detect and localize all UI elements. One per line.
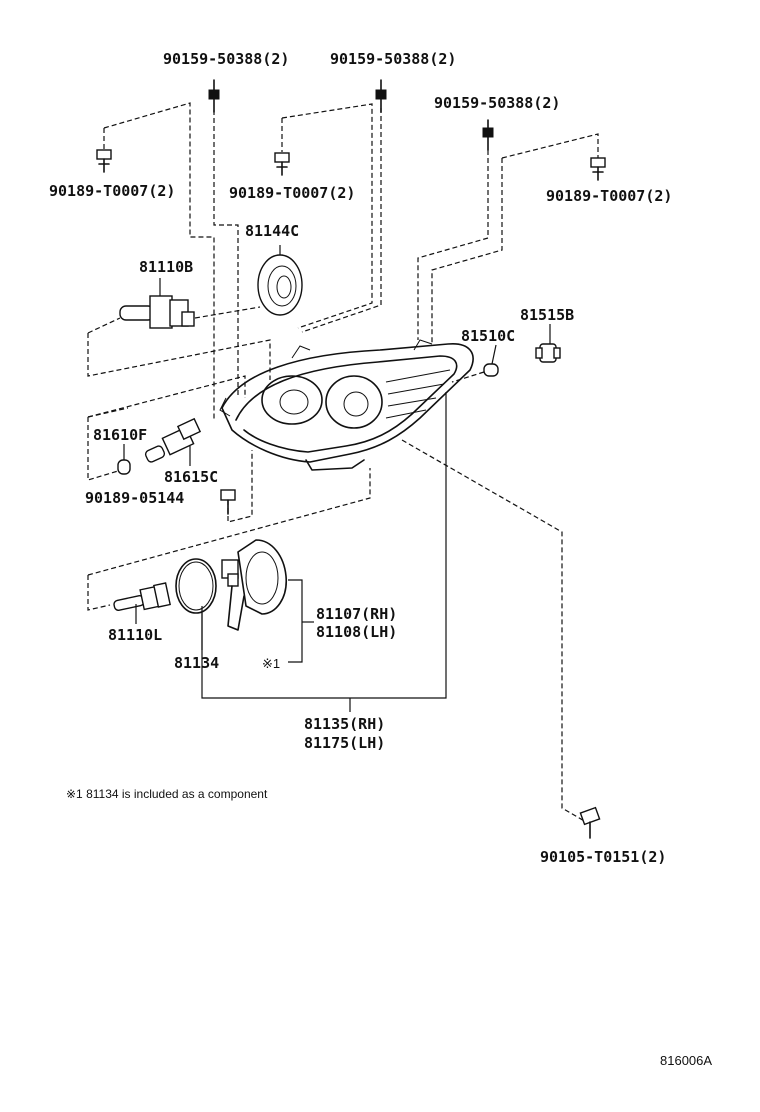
label-bolt-top-left: 90159-50388(2) xyxy=(163,50,289,68)
bolt-icon-bottom xyxy=(579,806,601,839)
socket-icon-left xyxy=(144,417,202,466)
label-gasket: 81134 xyxy=(174,654,219,672)
label-hb-bulb: 81110B xyxy=(139,258,193,276)
label-screw-left: 90189-05144 xyxy=(85,489,184,507)
label-cover-cap: 81144C xyxy=(245,222,299,240)
label-headlamp-lh: 81175(LH) xyxy=(304,734,385,752)
label-socket-left: 81615C xyxy=(164,468,218,486)
label-socket-right: 81515B xyxy=(520,306,574,324)
bolt-icon-right xyxy=(482,119,494,151)
label-small-bulb: 81610F xyxy=(93,426,147,444)
label-clip-mid: 90189-T0007(2) xyxy=(229,184,355,202)
figure-code: 816006A xyxy=(660,1053,712,1068)
hb-bulb-icon xyxy=(119,278,195,329)
label-clip-right: 90189-T0007(2) xyxy=(546,187,672,205)
bolt-icon-top-mid xyxy=(375,79,387,113)
screw-icon-left xyxy=(220,489,236,515)
clip-icon-right xyxy=(590,157,606,181)
low-beam-bulb-icon xyxy=(113,582,171,624)
dashed-reference-lines xyxy=(87,102,599,823)
cover-cap-icon xyxy=(257,245,303,316)
side-bulb-icon xyxy=(483,344,499,377)
ballast-igniter-icon xyxy=(221,539,287,631)
footnote: ※1 81134 is included as a component xyxy=(66,787,268,801)
gasket-ring-icon xyxy=(175,558,217,614)
label-ballast-rh: 81107(RH) xyxy=(316,605,397,623)
label-side-bulb: 81510C xyxy=(461,327,515,345)
label-bolt-bottom: 90105-T0151(2) xyxy=(540,848,666,866)
small-bulb-icon xyxy=(117,444,131,475)
label-reference-mark: ※1 xyxy=(262,656,280,671)
label-bolt-right: 90159-50388(2) xyxy=(434,94,560,112)
clip-icon-mid xyxy=(274,152,290,176)
label-bolt-top-mid: 90159-50388(2) xyxy=(330,50,456,68)
label-ballast-lh: 81108(LH) xyxy=(316,623,397,641)
label-headlamp-rh: 81135(RH) xyxy=(304,715,385,733)
label-low-beam-bulb: 81110L xyxy=(108,626,162,644)
part-labels: 90159-50388(2) 90159-50388(2) 90159-5038… xyxy=(49,50,672,866)
bolt-icon-top-left xyxy=(208,79,220,113)
clip-icon-left xyxy=(96,149,112,173)
label-clip-left: 90189-T0007(2) xyxy=(49,182,175,200)
socket-icon-right xyxy=(535,324,561,363)
leader-lines xyxy=(201,392,447,712)
headlamp-assembly-icon xyxy=(219,339,474,471)
